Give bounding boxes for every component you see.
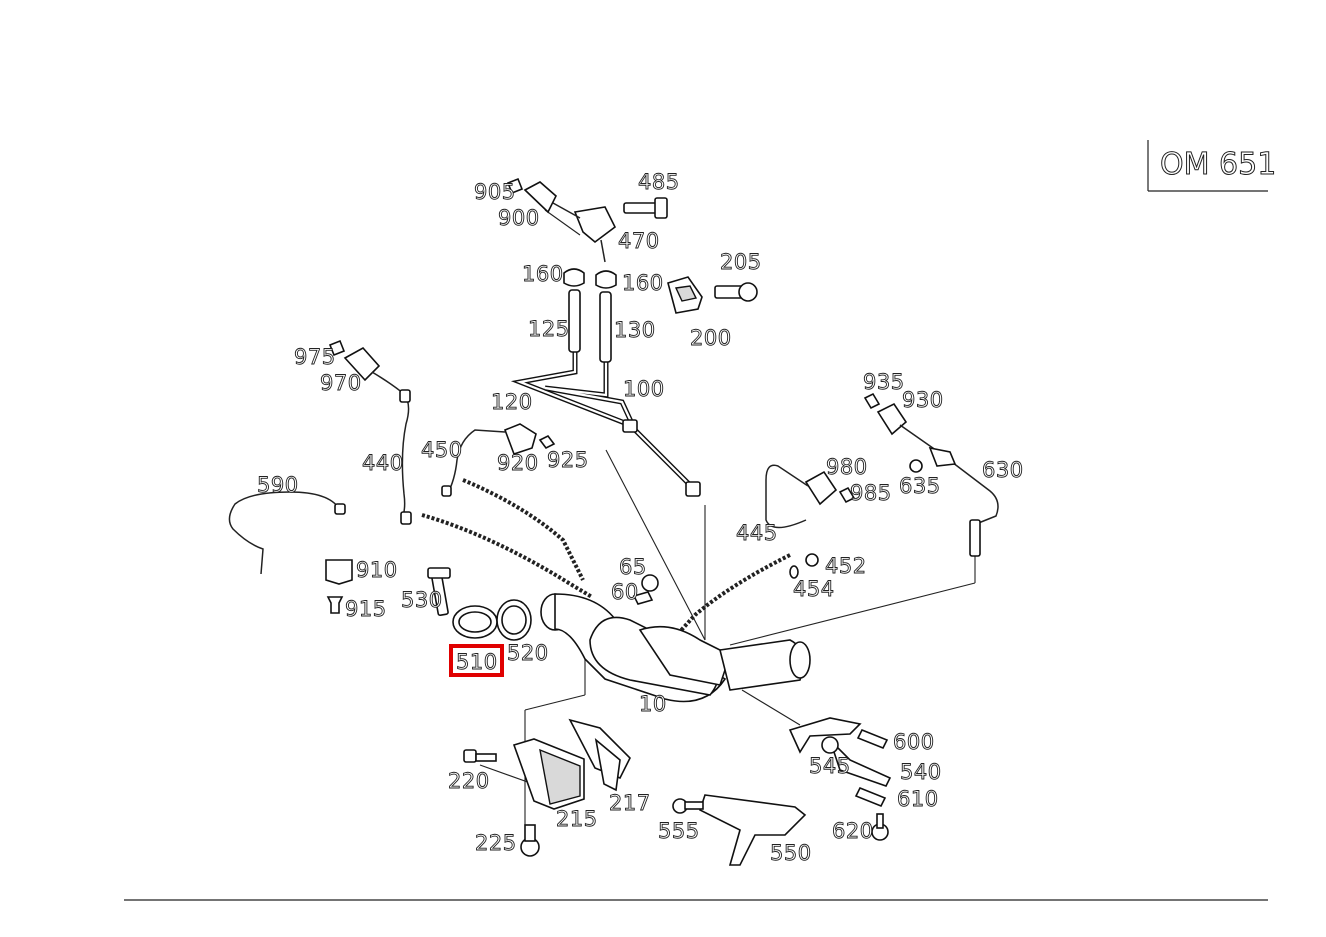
- engine-label: OM 651: [1160, 147, 1276, 182]
- label-915: 915: [345, 597, 387, 621]
- label-450: 450: [421, 438, 463, 462]
- label-980: 980: [826, 455, 868, 479]
- label-910: 910: [356, 558, 398, 582]
- label-125: 125: [528, 317, 570, 341]
- label-100: 100: [623, 377, 665, 401]
- bracket-215: [463, 718, 631, 857]
- label-65: 65: [619, 555, 647, 579]
- sensor-970: [328, 339, 412, 525]
- label-220: 220: [448, 769, 490, 793]
- label-900: 900: [498, 206, 540, 230]
- highlight-box-510: [449, 644, 504, 677]
- label-470: 470: [618, 229, 660, 253]
- label-200: 200: [690, 326, 732, 350]
- label-205: 205: [720, 250, 762, 274]
- label-215: 215: [556, 807, 598, 831]
- label-510: 510: [456, 650, 498, 674]
- sensor-910: [228, 491, 353, 614]
- label-10: 10: [639, 692, 667, 716]
- label-530: 530: [401, 588, 443, 612]
- long-cables: [421, 478, 594, 599]
- label-920: 920: [497, 451, 539, 475]
- label-130: 130: [614, 318, 656, 342]
- label-970: 970: [320, 371, 362, 395]
- label-935: 935: [863, 370, 905, 394]
- label-545: 545: [809, 754, 851, 778]
- label-630: 630: [982, 458, 1024, 482]
- hoses: [563, 268, 617, 363]
- bracket-200: [667, 276, 758, 314]
- cable-445: [673, 553, 791, 639]
- label-905: 905: [474, 180, 516, 204]
- label-975: 975: [294, 345, 336, 369]
- label-60: 60: [611, 580, 639, 604]
- label-225: 225: [475, 831, 517, 855]
- sensor-920: [441, 423, 556, 497]
- bracket-550: [672, 794, 889, 866]
- label-160-left: 160: [522, 262, 564, 286]
- pressure-sensor-900: [506, 177, 617, 263]
- label-610: 610: [897, 787, 939, 811]
- label-550: 550: [770, 841, 812, 865]
- label-440: 440: [362, 451, 404, 475]
- label-930: 930: [902, 388, 944, 412]
- label-555: 555: [658, 819, 700, 843]
- label-620: 620: [832, 819, 874, 843]
- label-540: 540: [900, 760, 942, 784]
- clamp-510: [427, 567, 532, 641]
- pipe-assembly: [510, 342, 701, 497]
- sensor-930: [863, 392, 999, 557]
- bolt-485: [623, 197, 668, 219]
- label-160-right: 160: [622, 271, 664, 295]
- label-452: 452: [825, 554, 867, 578]
- label-454: 454: [793, 577, 835, 601]
- label-985: 985: [850, 481, 892, 505]
- label-520: 520: [507, 641, 549, 665]
- label-635: 635: [899, 474, 941, 498]
- label-445: 445: [736, 521, 778, 545]
- label-600: 600: [893, 730, 935, 754]
- label-120: 120: [491, 390, 533, 414]
- part-labels: 905 900 485 470 160 160 205 200 125 130 …: [257, 170, 1024, 866]
- sensor-980: [765, 464, 856, 579]
- bracket-540: [788, 717, 892, 808]
- particulate-filter-10: [540, 574, 811, 703]
- label-217: 217: [609, 791, 651, 815]
- label-925: 925: [547, 448, 589, 472]
- label-590: 590: [257, 473, 299, 497]
- leader-lines: [479, 209, 976, 840]
- engine-label-box: OM 651: [1147, 140, 1277, 192]
- label-485: 485: [638, 170, 680, 194]
